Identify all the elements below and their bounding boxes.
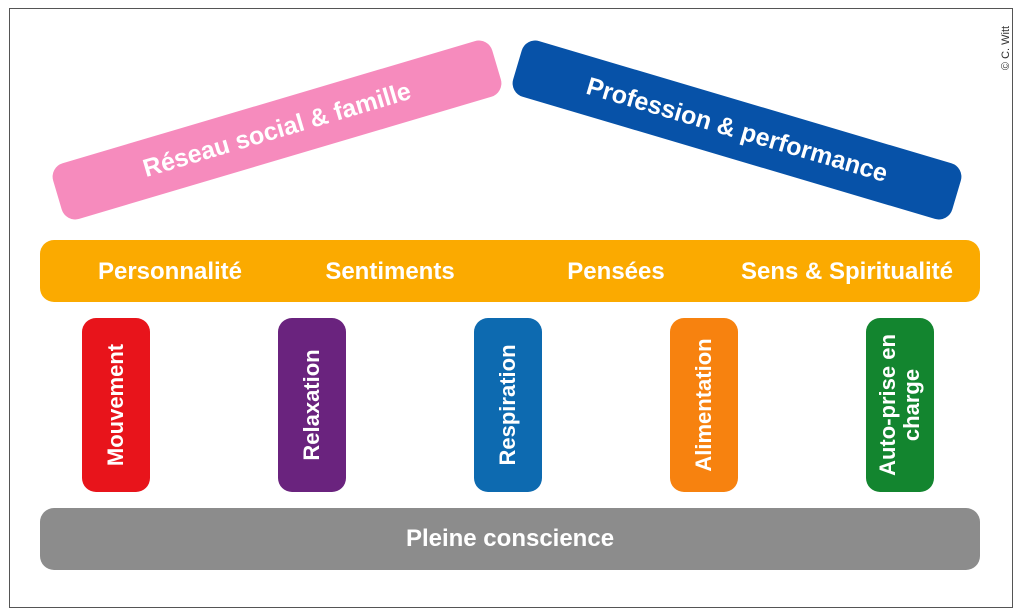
pillar-nutrition: Alimentation (670, 318, 738, 492)
pillar-label-line2: charge (899, 368, 924, 442)
pillar-movement: Mouvement (82, 318, 150, 492)
middle-item-meaning-spirituality: Sens & Spiritualité (740, 258, 954, 285)
pillar-label: Mouvement (103, 343, 128, 467)
copyright-text: © C. Witt (1000, 25, 1012, 71)
pillar-label: Respiration (495, 344, 520, 466)
pillar-label: Alimentation (691, 338, 716, 472)
middle-item-thoughts: Pensées (567, 258, 665, 285)
pillar-label-line1: Auto-prise en (875, 334, 900, 476)
pillar-breathing: Respiration (474, 318, 542, 492)
middle-item-feelings: Sentiments (325, 258, 455, 285)
base-mindfulness: Pleine conscience (40, 508, 980, 570)
middle-item-personality: Personnalité (97, 258, 243, 285)
pillar-label: Relaxation (299, 349, 324, 461)
pillar-relaxation: Relaxation (278, 318, 346, 492)
middle-band: Personnalité Sentiments Pensées Sens & S… (40, 240, 980, 302)
diagram-frame (9, 8, 1013, 608)
base-label: Pleine conscience (405, 525, 615, 552)
